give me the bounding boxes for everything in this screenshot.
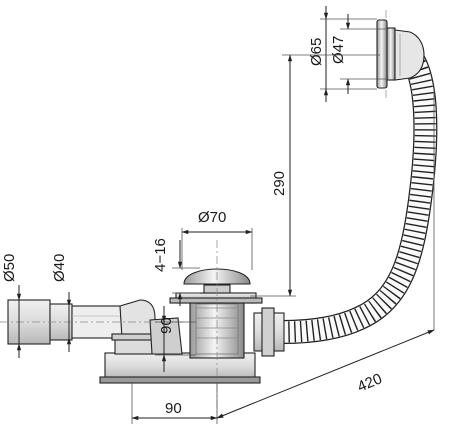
dim-label-plug-lift: 4−16 [152, 238, 169, 272]
outlet-pipe [7, 299, 156, 346]
dim-label-overflow-height: 290 [271, 171, 288, 196]
dim-label-dia-overflow-outer: Ø65 [308, 38, 325, 66]
dim-overflow: Ø65 Ø47 [308, 6, 387, 102]
overflow-head [376, 19, 425, 89]
dim-label-trap-height: 90 [158, 317, 175, 334]
dim-outlet: Ø50 Ø40 [1, 254, 72, 358]
dim-trap-height: 90 [155, 306, 196, 372]
dim-label-total-length: 420 [355, 370, 385, 395]
dim-label-trap-offset: 90 [165, 400, 182, 417]
drain-body [169, 268, 263, 359]
dim-label-dia-outlet-inner: Ø40 [51, 254, 68, 282]
dim-label-dia-overflow-inner: Ø47 [330, 36, 347, 64]
dim-label-dia-outlet-outer: Ø50 [1, 254, 18, 282]
dim-plug-lift: 4−16 [152, 238, 200, 306]
dim-overflow-height: 290 [250, 54, 380, 297]
dim-label-dia-plug: Ø70 [198, 209, 226, 226]
flexible-hose [281, 40, 438, 344]
hose-connector [253, 307, 285, 357]
dim-trap-offset: 90 [131, 383, 218, 424]
